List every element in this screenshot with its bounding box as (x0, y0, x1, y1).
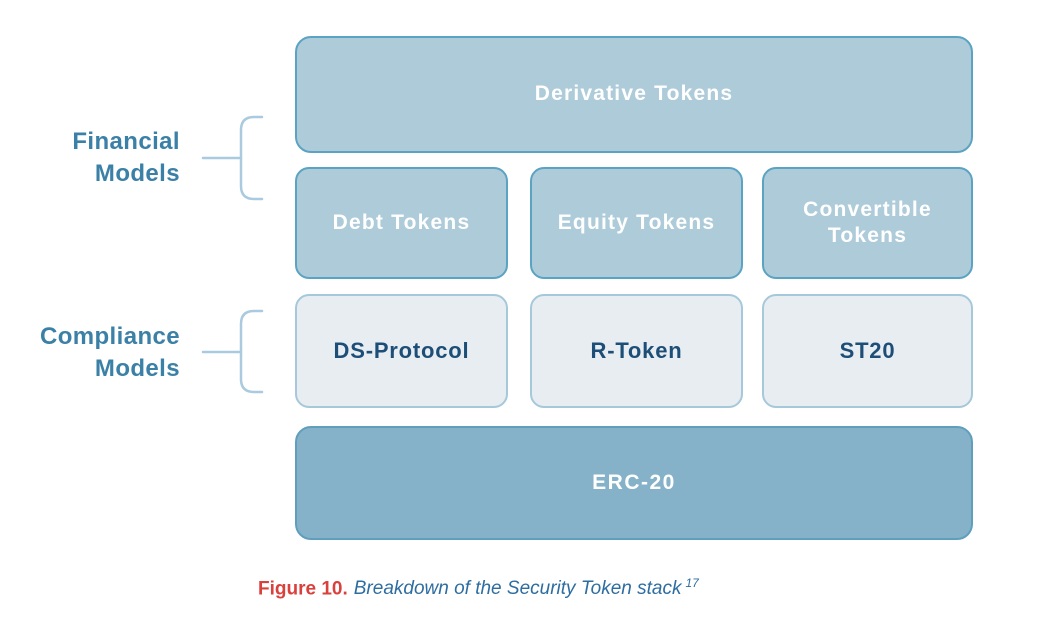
compliance-models-label-line1: Compliance (39, 323, 180, 350)
debt-tokens-box: Debt Tokens (295, 167, 508, 279)
financial-models-label-line1: Financial (72, 128, 180, 155)
convertible-tokens-label: Convertible Tokens (803, 197, 932, 247)
st20-box: ST20 (762, 294, 973, 408)
compliance-models-label-line2: Models (94, 355, 180, 382)
st20-label: ST20 (839, 338, 896, 364)
ds-protocol-box: DS-Protocol (295, 294, 508, 408)
compliance-bracket-icon (239, 309, 264, 394)
figure-caption-footnote: 17 (685, 576, 699, 590)
figure-caption-number: Figure 10. (258, 578, 348, 600)
derivative-tokens-box: Derivative Tokens (295, 36, 973, 153)
r-token-box: R-Token (530, 294, 743, 408)
erc20-box: ERC-20 (295, 426, 973, 540)
figure-caption: Figure 10.Breakdown of the Security Toke… (258, 576, 699, 600)
convertible-tokens-box: Convertible Tokens (762, 167, 973, 279)
financial-models-label-line2: Models (94, 160, 180, 187)
derivative-tokens-label: Derivative Tokens (534, 82, 734, 106)
equity-tokens-box: Equity Tokens (530, 167, 743, 279)
financial-bracket-icon (239, 115, 264, 201)
compliance-models-label: Compliance Models (20, 321, 180, 385)
ds-protocol-label: DS-Protocol (333, 338, 470, 364)
debt-tokens-label: Debt Tokens (332, 210, 471, 234)
financial-models-label: Financial Models (40, 126, 180, 190)
figure-caption-text: Breakdown of the Security Token stack (353, 578, 682, 600)
equity-tokens-label: Equity Tokens (557, 210, 716, 234)
r-token-label: R-Token (590, 338, 683, 364)
erc20-label: ERC-20 (592, 470, 676, 494)
